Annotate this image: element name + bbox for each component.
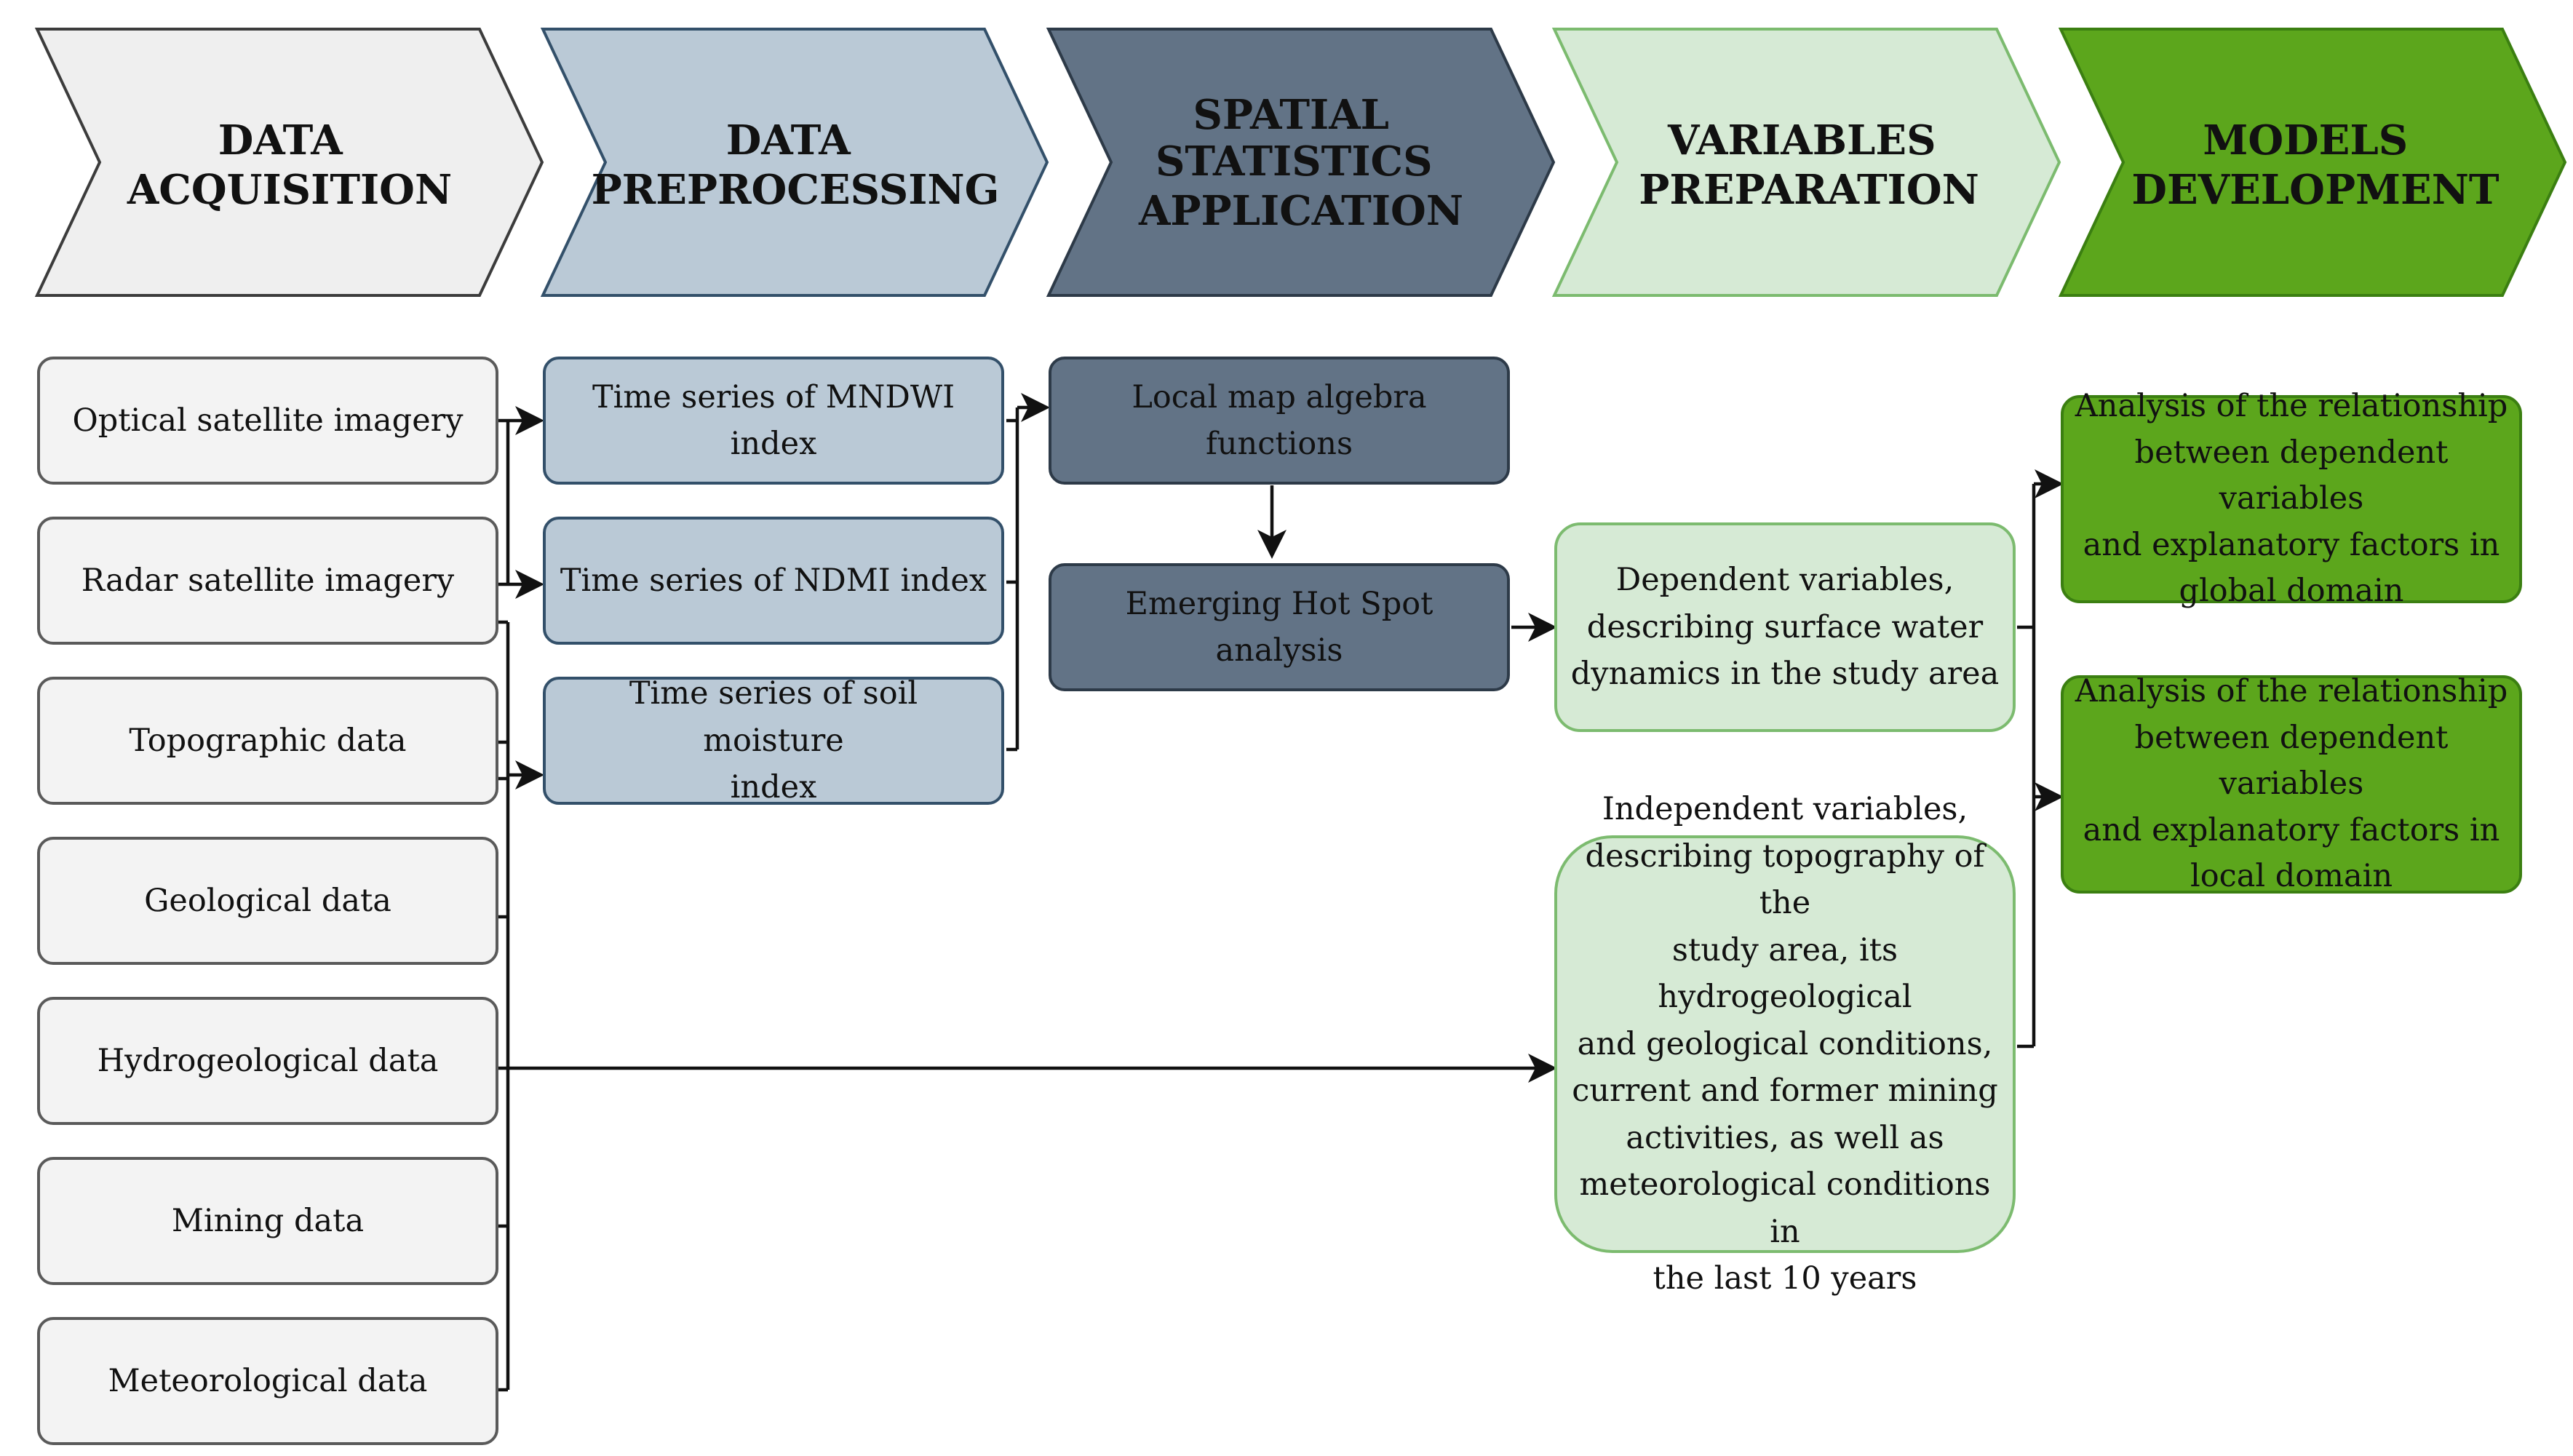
- stage-chevron-data-acquisition: [34, 28, 544, 297]
- arrowhead-ndmi: [515, 570, 544, 599]
- stage-label-data-acquisition: DATA ACQUISITION: [127, 116, 452, 214]
- arrowhead-dependent: [1528, 613, 1557, 642]
- box-meteorological-data: Meteorological data: [37, 1317, 498, 1445]
- stage-label-spatial-statistics: SPATIAL STATISTICS APPLICATION: [1138, 91, 1463, 235]
- box-ndmi-time-series: Time series of NDMI index: [543, 517, 1004, 645]
- arrowhead-independent: [1528, 1054, 1557, 1083]
- box-radar-satellite-imagery: Radar satellite imagery: [37, 517, 498, 645]
- box-mining-data: Mining data: [37, 1157, 498, 1285]
- box-global-domain-analysis: Analysis of the relationship between dep…: [2061, 388, 2522, 609]
- stage-label-variables-preparation: VARIABLES PREPARATION: [1639, 116, 1979, 214]
- arrowheads: [515, 393, 2064, 1083]
- box-hydrogeological-data: Hydrogeological data: [37, 997, 498, 1125]
- box-emerging-hot-spot: Emerging Hot Spot analysis: [1049, 563, 1510, 691]
- box-local-map-algebra: Local map algebra functions: [1049, 357, 1510, 485]
- stage-label-models-development: MODELS DEVELOPMENT: [2131, 116, 2500, 214]
- arrowhead-local: [2035, 782, 2064, 811]
- box-independent-variables: Independent variables, describing topogr…: [1554, 791, 2016, 1297]
- arrowhead-local-map: [1021, 393, 1050, 422]
- box-topographic-data: Topographic data: [37, 677, 498, 805]
- box-geological-data: Geological data: [37, 837, 498, 965]
- stage-chevron-data-preprocessing: [540, 28, 1049, 297]
- arrowhead-mndwi: [515, 406, 544, 435]
- arrowhead-global: [2035, 469, 2064, 498]
- stage-chevron-spatial-statistics: [1046, 28, 1556, 297]
- box-mndwi-time-series: Time series of MNDWI index: [543, 357, 1004, 485]
- arrowhead-hotspot: [1257, 530, 1286, 559]
- box-optical-satellite-imagery: Optical satellite imagery: [37, 357, 498, 485]
- stage-chevron-models-development: [2058, 28, 2567, 297]
- stage-label-data-preprocessing: DATA PREPROCESSING: [592, 116, 1000, 214]
- arrowhead-soil: [515, 760, 544, 789]
- stage-chevron-variables-preparation: [1551, 28, 2061, 297]
- box-local-domain-analysis: Analysis of the relationship between dep…: [2061, 673, 2522, 894]
- box-soil-moisture-time-series: Time series of soil moisture index: [543, 675, 1004, 805]
- connectors: [498, 405, 2048, 1392]
- box-dependent-variables: Dependent variables, describing surface …: [1554, 522, 2016, 732]
